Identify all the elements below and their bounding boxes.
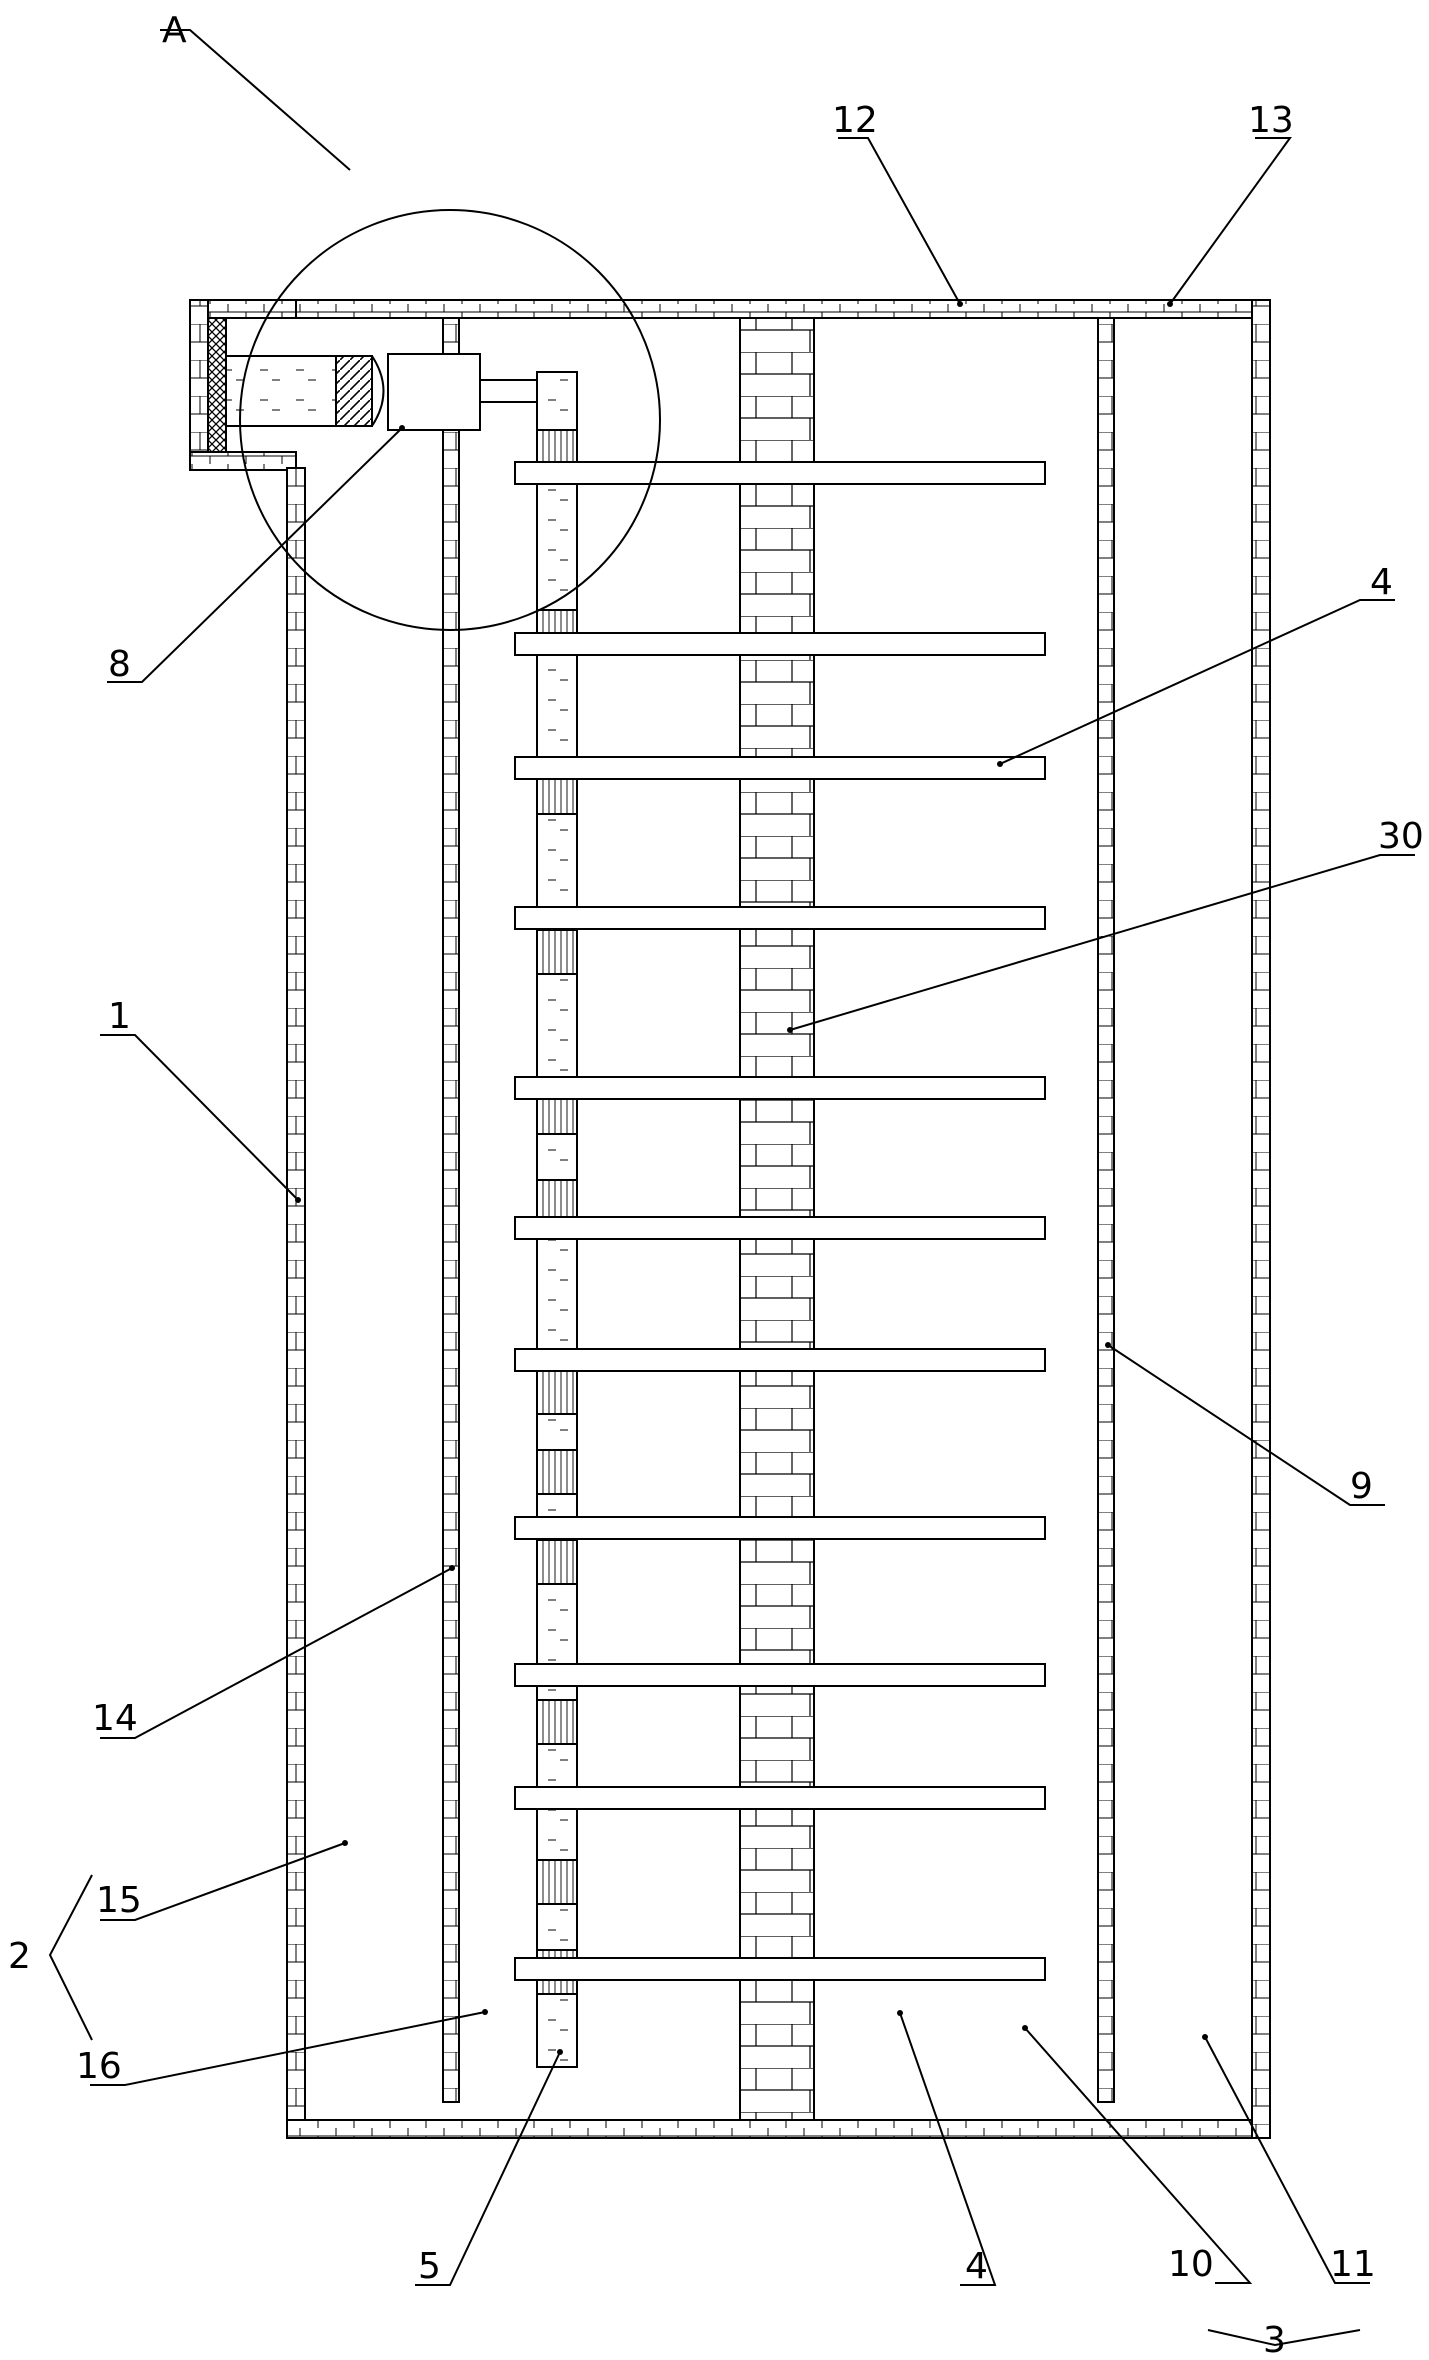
- baffle-plate: [514, 1216, 1046, 1240]
- baffle-plate: [514, 1348, 1046, 1372]
- tank-structure: [189, 209, 1271, 2139]
- partition-9: [1097, 317, 1115, 2103]
- right-wall: [1251, 299, 1271, 2139]
- baffle-plates-4: [514, 461, 1046, 1981]
- label-1: 1: [108, 996, 131, 1037]
- inlet-housing-left: [189, 299, 209, 471]
- label-15: 15: [96, 1880, 142, 1921]
- baffle-plate: [514, 1516, 1046, 1540]
- bottom-wall: [286, 2119, 1271, 2139]
- baffle-plate: [514, 1663, 1046, 1687]
- baffle-plate: [514, 906, 1046, 930]
- baffle-plate: [514, 632, 1046, 656]
- label-12: 12: [832, 100, 878, 141]
- leader-lines: [48, 29, 1415, 2347]
- top-wall: [189, 299, 1271, 319]
- label-10: 10: [1168, 2244, 1214, 2285]
- callout-labels: A 12 13 4 30 1 9 14 15 2 16 8 5 4 10 11 …: [8, 10, 1424, 2360]
- baffle-plate: [514, 756, 1046, 780]
- baffle-plate: [514, 1786, 1046, 1810]
- label-5: 5: [418, 2246, 441, 2287]
- label-3: 3: [1263, 2320, 1286, 2360]
- inlet-device-8: [207, 317, 537, 453]
- label-4-upper: 4: [1370, 562, 1393, 603]
- baffle-plate: [514, 461, 1046, 485]
- label-9: 9: [1350, 1466, 1373, 1507]
- partition-14: [442, 317, 460, 2103]
- label-13: 13: [1248, 100, 1294, 141]
- leader-dots: [295, 301, 1208, 2055]
- label-30: 30: [1378, 816, 1424, 857]
- baffle-plate: [514, 1957, 1046, 1981]
- label-16: 16: [76, 2046, 122, 2087]
- label-14: 14: [92, 1698, 138, 1739]
- detail-circle-A: [239, 209, 661, 631]
- label-8: 8: [108, 644, 131, 685]
- label-4-lower: 4: [965, 2246, 988, 2287]
- label-A: A: [162, 10, 187, 51]
- baffle-plate: [514, 1076, 1046, 1100]
- left-wall: [286, 467, 306, 2139]
- label-2: 2: [8, 1936, 31, 1977]
- label-11: 11: [1330, 2244, 1376, 2285]
